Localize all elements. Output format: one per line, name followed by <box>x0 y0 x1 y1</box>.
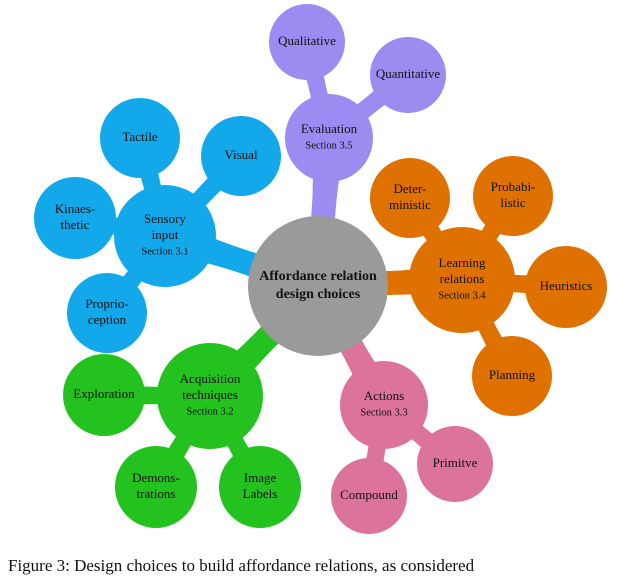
actions-node <box>340 361 428 449</box>
acquisition-leaf-label: Demons- <box>132 470 180 485</box>
sensory-leaf-bubble <box>67 273 147 353</box>
sensory-leaf-label: thetic <box>61 217 90 232</box>
learning-leaf-bubble <box>370 158 450 238</box>
acquisition-node-label: techniques <box>182 387 238 402</box>
acquisition-leaf-bubble <box>219 446 301 528</box>
learning-node-label: relations <box>440 271 485 286</box>
mind-map-diagram: QualitativeQuantitativeEvaluationSection… <box>34 4 607 534</box>
evaluation-node <box>285 94 373 182</box>
learning-leaf-label: ministic <box>389 197 431 212</box>
center-node-label: design choices <box>276 287 361 302</box>
learning-leaf-bubble <box>473 156 553 236</box>
learning-leaf-label: listic <box>500 195 526 210</box>
sensory-leaf-bubble <box>100 98 180 178</box>
sensory-node-label: Sensory <box>144 211 186 226</box>
acquisition-leaf-label: Image <box>244 470 277 485</box>
acquisition-leaf-label: Labels <box>243 486 278 501</box>
actions-leaf-label: Primitve <box>433 455 478 470</box>
acquisition-node-label: Acquisition <box>180 371 241 386</box>
evaluation-leaf-bubble <box>269 4 345 80</box>
acquisition-leaf-label: Exploration <box>73 386 135 401</box>
sensory-leaf-bubble <box>201 116 281 196</box>
actions-leaf-bubble <box>417 426 493 502</box>
figure-caption: Figure 3: Design choices to build afford… <box>8 556 475 575</box>
learning-leaf-bubble <box>525 246 607 328</box>
actions-node-label: Actions <box>364 388 404 403</box>
learning-node-label: Learning <box>439 255 486 270</box>
learning-section-label: Section 3.4 <box>438 290 486 301</box>
learning-leaf-label: Deter- <box>394 181 427 196</box>
acquisition-section-label: Section 3.2 <box>186 406 233 417</box>
acquisition-leaf-bubble <box>63 354 145 436</box>
sensory-leaf-label: Tactile <box>122 129 157 144</box>
evaluation-section-label: Section 3.5 <box>305 140 352 151</box>
sensory-leaf-label: Visual <box>224 147 258 162</box>
sensory-leaf-label: ception <box>88 312 127 327</box>
evaluation-leaf-bubble <box>370 37 446 113</box>
evaluation-node-label: Evaluation <box>301 121 358 136</box>
sensory-leaf-label: Proprio- <box>85 296 128 311</box>
sensory-leaf-label: Kinaes- <box>55 201 95 216</box>
sensory-node-label: input <box>152 227 179 242</box>
actions-leaf-label: Compound <box>340 487 398 502</box>
sensory-node <box>114 185 216 287</box>
evaluation-leaf-label: Qualitative <box>278 33 336 48</box>
acquisition-node <box>157 343 263 449</box>
center-node-label: Affordance relation <box>259 269 377 284</box>
evaluation-leaf-label: Quantitative <box>376 66 440 81</box>
learning-leaf-label: Planning <box>489 367 536 382</box>
learning-node <box>409 227 515 333</box>
acquisition-leaf-label: trations <box>137 486 176 501</box>
learning-leaf-label: Heuristics <box>540 278 593 293</box>
acquisition-leaf-bubble <box>115 446 197 528</box>
actions-leaf-bubble <box>331 458 407 534</box>
sensory-section-label: Section 3.1 <box>141 246 188 257</box>
learning-leaf-label: Probabi- <box>491 179 536 194</box>
sensory-leaf-bubble <box>34 177 116 259</box>
learning-leaf-bubble <box>472 336 552 416</box>
center-node <box>248 216 388 356</box>
actions-section-label: Section 3.3 <box>360 407 407 418</box>
